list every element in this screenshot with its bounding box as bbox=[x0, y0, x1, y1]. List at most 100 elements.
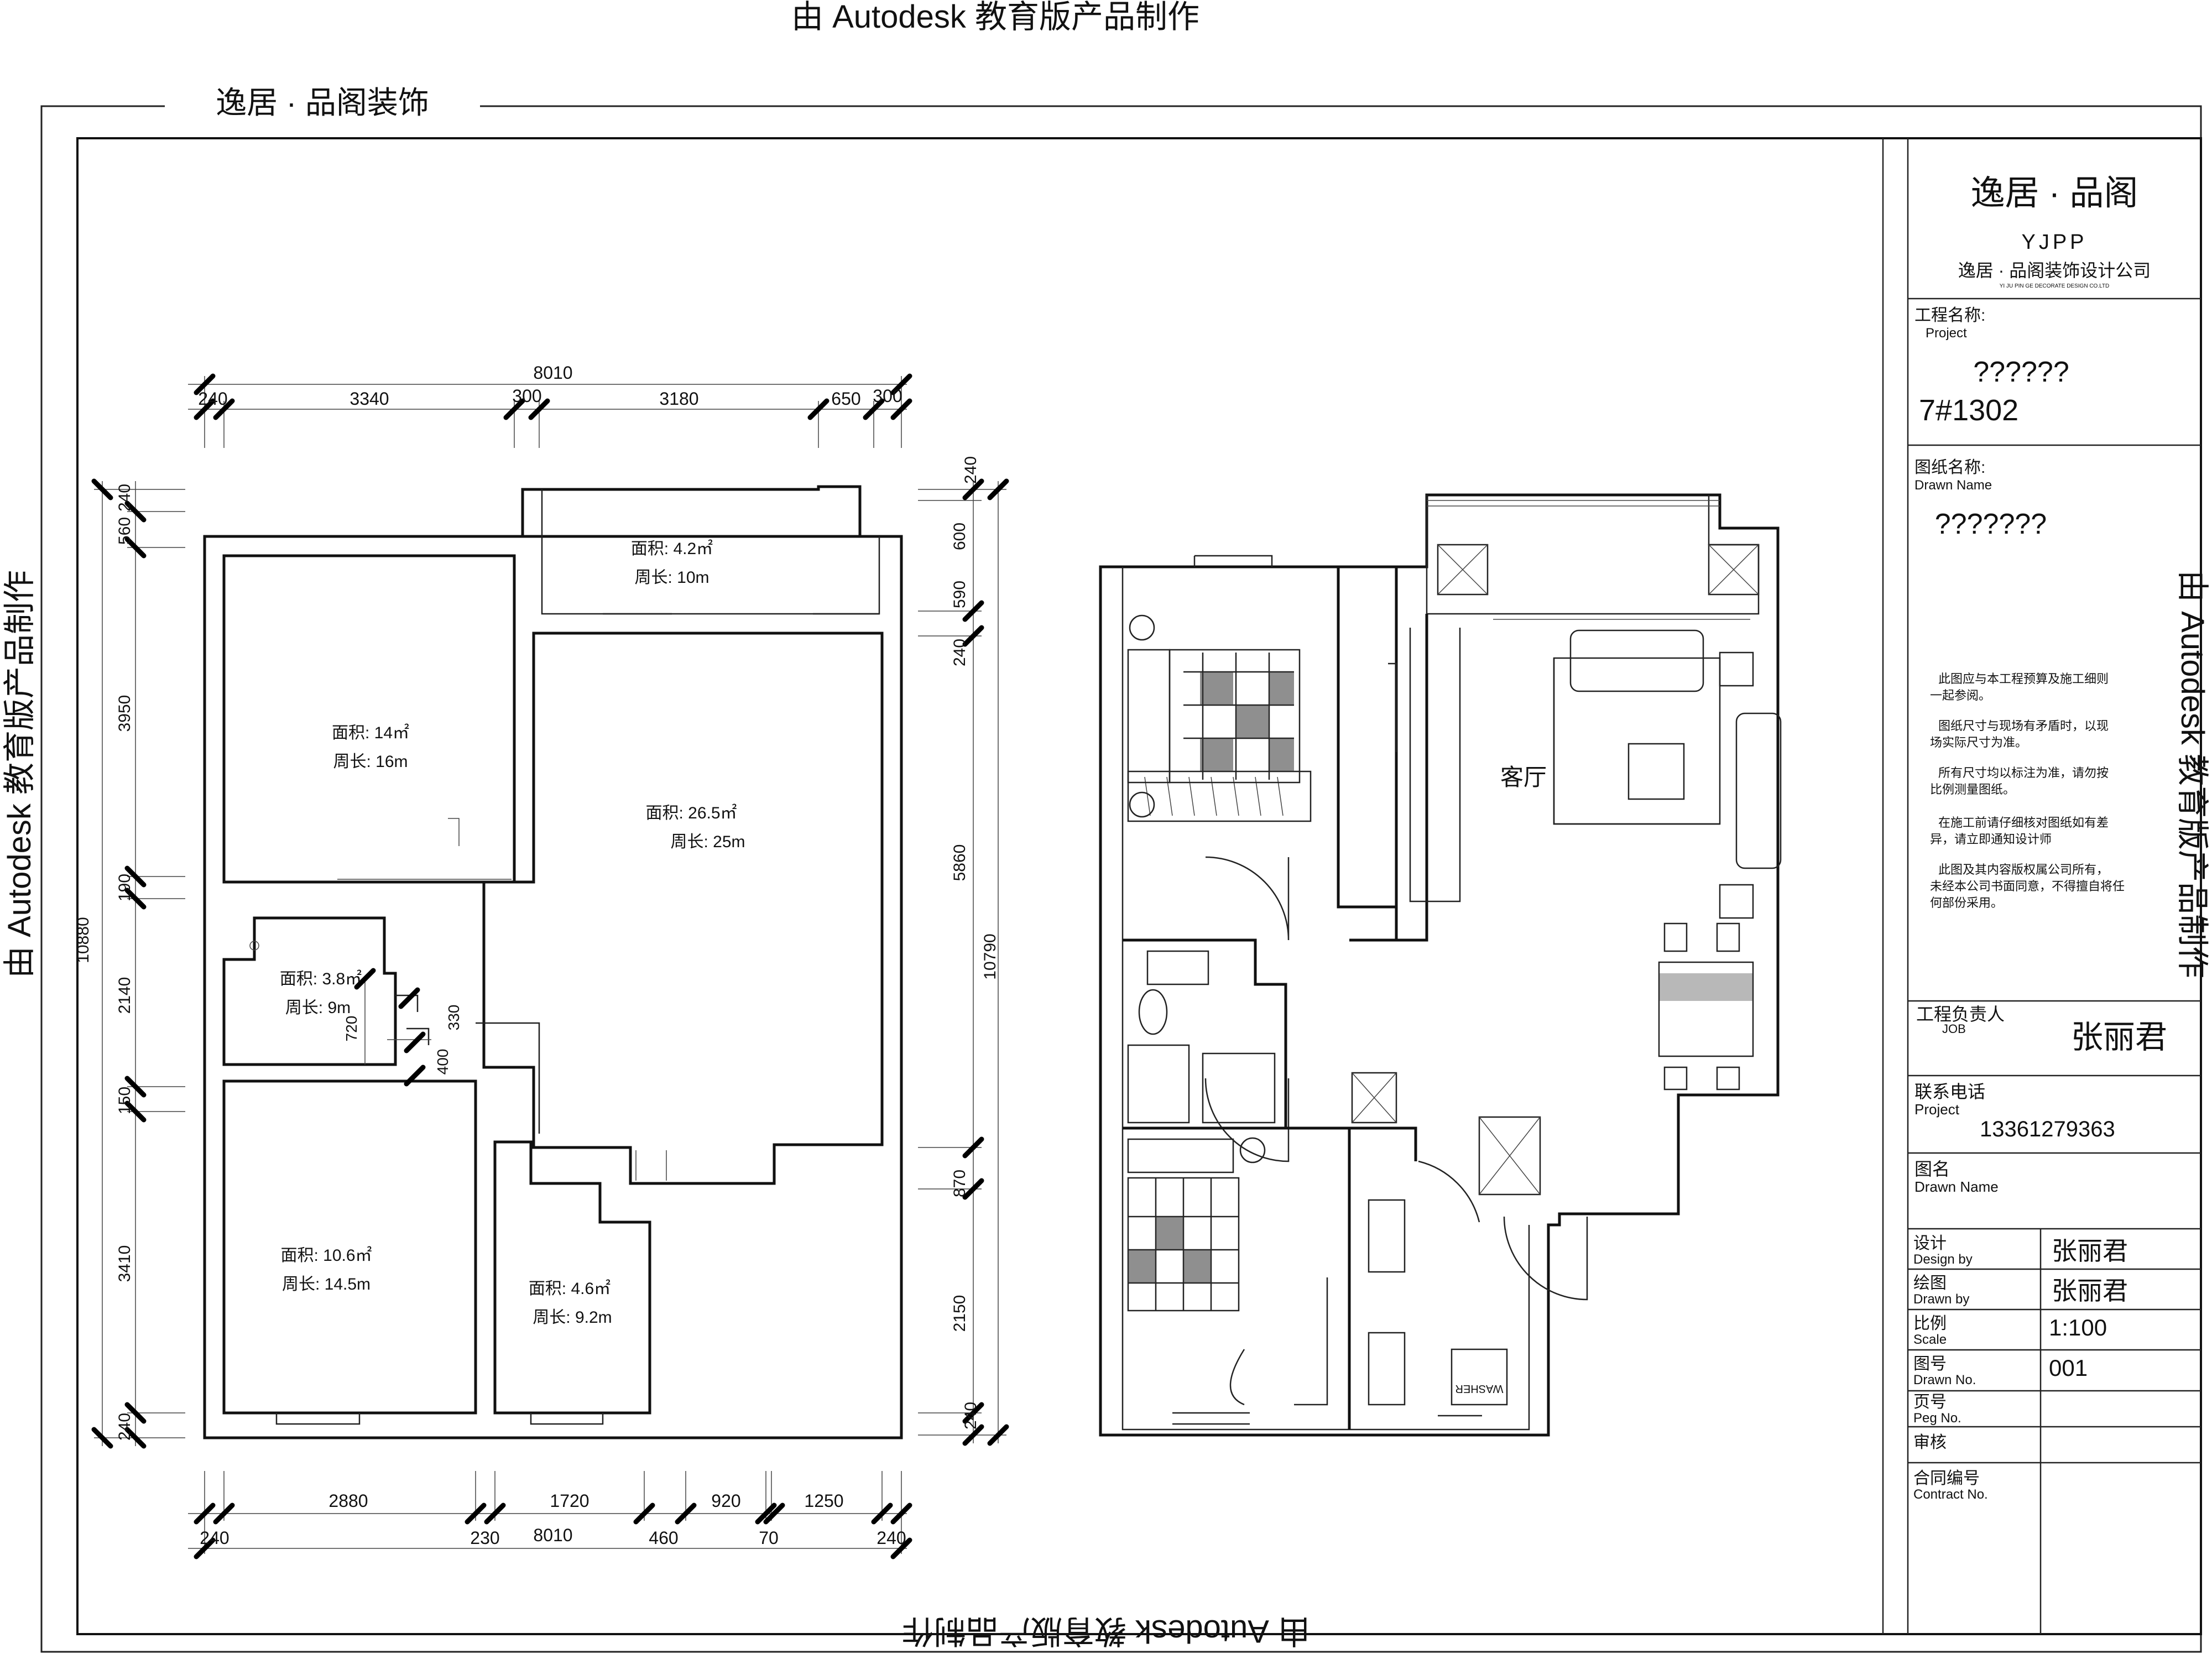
room-area: 面积: 3.8㎡ bbox=[280, 970, 362, 988]
room-perimeter: 周长: 16m bbox=[333, 753, 408, 771]
company-full-name: 逸居 · 品阁装饰设计公司 bbox=[1958, 260, 2151, 280]
drawing-name-label-en: Drawn Name bbox=[1914, 478, 1992, 493]
dim-label: 400 bbox=[434, 1049, 451, 1075]
job-label: 工程负责人 bbox=[1916, 1004, 2005, 1024]
room-perimeter: 周长: 14.5m bbox=[282, 1275, 371, 1293]
dim-label: 330 bbox=[445, 1005, 462, 1031]
scale-label: 比例 bbox=[1913, 1314, 1947, 1333]
balcony-cabinet bbox=[1708, 544, 1760, 596]
sofa bbox=[1569, 629, 1704, 692]
dim-label: 240 bbox=[877, 1528, 906, 1548]
scale-label-en: Scale bbox=[1913, 1332, 1947, 1347]
note-line: 此图及其内容版权属公司所有， bbox=[1938, 863, 2109, 877]
note-line: 场实际尺寸为准。 bbox=[1930, 735, 2027, 749]
title-block bbox=[1882, 138, 2201, 1634]
company-abbr: YJPP bbox=[2021, 231, 2087, 254]
room-area: 面积: 14㎡ bbox=[332, 724, 409, 742]
drawing-no-label: 图号 bbox=[1913, 1355, 1947, 1373]
dining-table bbox=[1658, 961, 1754, 1057]
room-labels-left: 面积: 4.2㎡ 周长: 10m 面积: 14㎡ 周长: 16m 面积: 26.… bbox=[280, 540, 745, 1327]
company-name: 逸居 · 品阁 bbox=[1970, 174, 2138, 212]
room-area: 面积: 4.6㎡ bbox=[529, 1280, 611, 1298]
dim-label: 190 bbox=[116, 874, 134, 901]
right-floor-plan bbox=[1099, 493, 1782, 1437]
contract-label-en: Contract No. bbox=[1913, 1487, 1988, 1502]
inner-frame bbox=[76, 137, 2202, 1635]
drawn-label-en: Drawn by bbox=[1913, 1292, 1969, 1307]
dim-label: 460 bbox=[649, 1528, 678, 1548]
room-perimeter: 周长: 9.2m bbox=[533, 1308, 612, 1327]
note-line: 何部份采用。 bbox=[1930, 896, 2003, 910]
watermark-right: 由 Autodesk 教育版产品制作 bbox=[2174, 570, 2210, 978]
dimensions-bottom: 2880 1720 920 1250 240 230 8010 460 70 2… bbox=[188, 1471, 912, 1559]
dim-label: 3950 bbox=[116, 695, 134, 732]
project-label: 工程名称: bbox=[1914, 306, 1985, 325]
sink bbox=[1368, 1332, 1406, 1406]
balcony-cabinet bbox=[1437, 544, 1489, 596]
watermark-bottom: 由 Autodesk 教育版产品制作 bbox=[902, 1613, 1310, 1649]
rug-decor bbox=[1627, 743, 1685, 800]
page-label-en: Peg No. bbox=[1913, 1411, 1961, 1426]
contact-label-en: Project bbox=[1914, 1101, 1960, 1118]
contract-label: 合同编号 bbox=[1913, 1469, 1980, 1488]
project-label-en: Project bbox=[1926, 326, 1967, 341]
design-label-en: Design by bbox=[1913, 1252, 1973, 1267]
room-area: 面积: 10.6㎡ bbox=[280, 1246, 372, 1265]
dim-label: 70 bbox=[759, 1528, 779, 1548]
stove bbox=[1368, 1199, 1406, 1273]
dimensions-right: 10790 240 600 590 240 5860 870 2150 240 bbox=[918, 456, 1009, 1446]
job-label-en: JOB bbox=[1942, 1022, 1966, 1036]
room-perimeter: 周长: 9m bbox=[285, 999, 351, 1017]
design-person: 张丽君 bbox=[2052, 1237, 2128, 1265]
note-line: 一起参阅。 bbox=[1930, 688, 1991, 702]
project-number: 7#1302 bbox=[1919, 394, 2018, 427]
dim-label: 240 bbox=[116, 1413, 134, 1441]
washer-label: WASHER bbox=[1455, 1383, 1503, 1395]
living-room-label: 客厅 bbox=[1500, 764, 1547, 790]
dim-label: 2880 bbox=[328, 1491, 368, 1511]
dim-label: 300 bbox=[512, 386, 541, 406]
page-label: 页号 bbox=[1913, 1393, 1947, 1411]
dimensions-inner: 720 400 330 bbox=[343, 968, 462, 1087]
scale-value: 1:100 bbox=[2049, 1314, 2107, 1340]
frame-title: 逸居 · 品阁装饰 bbox=[216, 85, 429, 120]
dim-label: 240 bbox=[962, 1402, 980, 1430]
note-line: 图纸尺寸与现场有矛盾时，以现 bbox=[1938, 719, 2109, 733]
room-perimeter: 周长: 10m bbox=[634, 568, 709, 587]
notes-block: 此图应与本工程预算及施工细则 一起参阅。 图纸尺寸与现场有矛盾时，以现 场实际尺… bbox=[1930, 672, 2125, 910]
dimensions-left: 10880 240 560 3950 190 2140 150 3410 240 bbox=[74, 478, 185, 1449]
drawing-name-label: 图纸名称: bbox=[1914, 458, 1985, 477]
contact-phone: 13361279363 bbox=[1980, 1117, 2115, 1141]
dim-label: 240 bbox=[200, 1528, 229, 1548]
closet bbox=[1127, 770, 1312, 822]
watermark-left: 由 Autodesk 教育版产品制作 bbox=[2, 570, 38, 978]
drawing-number: 001 bbox=[2049, 1355, 2088, 1381]
drawn-person: 张丽君 bbox=[2052, 1276, 2128, 1305]
bed-headboard bbox=[1127, 649, 1171, 784]
dim-label: 920 bbox=[711, 1491, 740, 1511]
dim-label: 240 bbox=[951, 639, 969, 666]
frame-title-mask bbox=[165, 97, 480, 124]
drawing-no-label-en: Drawn No. bbox=[1913, 1373, 1976, 1387]
drawing-name: ??????? bbox=[1935, 508, 2047, 540]
note-line: 此图应与本工程预算及施工细则 bbox=[1938, 672, 2109, 686]
design-label: 设计 bbox=[1913, 1234, 1947, 1253]
room-area: 面积: 26.5㎡ bbox=[645, 804, 737, 822]
dim-label: 240 bbox=[116, 484, 134, 512]
figure-label: 图名 bbox=[1914, 1159, 1950, 1179]
note-line: 未经本公司书面同意，不得擅自将任 bbox=[1930, 879, 2125, 893]
contact-label: 联系电话 bbox=[1914, 1082, 1985, 1102]
drawn-label: 绘图 bbox=[1913, 1274, 1947, 1292]
dim-label: 240 bbox=[962, 456, 980, 484]
sofa bbox=[1735, 712, 1782, 869]
company-english-name: YI JU PIN GE DECORATE DESIGN CO.LTD bbox=[2000, 283, 2110, 289]
dim-label: 650 bbox=[831, 389, 860, 409]
dim-label: 3180 bbox=[659, 389, 698, 409]
dim-label: 2140 bbox=[116, 977, 134, 1014]
dim-label: 230 bbox=[470, 1528, 499, 1548]
dim-label: 2150 bbox=[951, 1295, 969, 1332]
dim-label: 590 bbox=[951, 581, 969, 608]
dim-label: 3340 bbox=[349, 389, 389, 409]
watermark-top: 由 Autodesk 教育版产品制作 bbox=[791, 0, 1199, 35]
room-perimeter: 周长: 25m bbox=[670, 833, 745, 851]
